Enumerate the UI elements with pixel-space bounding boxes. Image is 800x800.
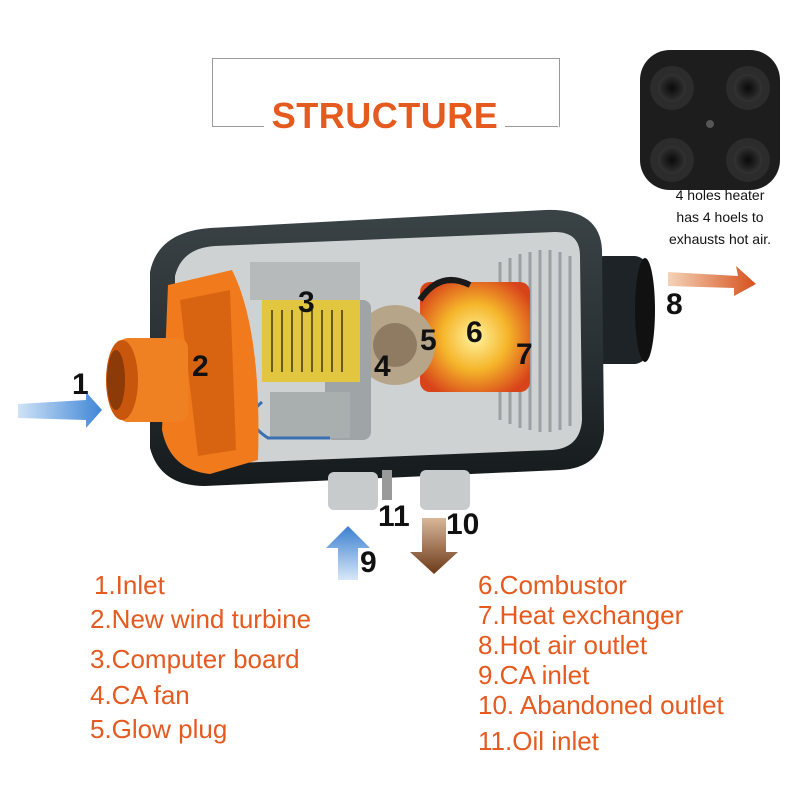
combustor-flame	[420, 282, 530, 392]
legend-item-inlet: 1.Inlet	[94, 570, 165, 600]
legend-item-computer-board: 3.Computer board	[90, 644, 300, 674]
computer-board	[250, 262, 360, 438]
legend-item-ca-fan: 4.CA fan	[90, 680, 190, 710]
legend-item-hot-air-outlet: 8.Hot air outlet	[478, 630, 648, 660]
callout-11: 11	[378, 500, 410, 533]
legend-item-combustor: 6.Combustor	[478, 570, 627, 600]
wind-turbine	[106, 270, 259, 474]
ca-inlet-arrow-icon	[326, 526, 370, 580]
note-line-2: has 4 hoels to	[676, 209, 764, 225]
legend-item-abandoned-outlet: 10. Abandoned outlet	[478, 690, 724, 720]
legend-item-heat-exchanger: 7.Heat exchanger	[478, 600, 684, 630]
diagram-title: STRUCTURE	[271, 95, 499, 136]
callout-5: 5	[420, 324, 437, 357]
glow-plug-cable	[417, 277, 472, 302]
note-line-1: 4 holes heater	[675, 187, 765, 203]
callout-7: 7	[516, 338, 533, 371]
four-hole-note: 4 holes heater has 4 hoels to exhausts h…	[640, 184, 800, 250]
callout-8: 8	[666, 288, 683, 321]
callout-1: 1	[72, 368, 89, 401]
legend-item-oil-inlet: 11.Oil inlet	[478, 726, 599, 756]
hot-air-outlet-arrow-icon	[668, 266, 756, 296]
callout-2: 2	[192, 350, 209, 383]
title-frame-line-left	[212, 126, 264, 127]
hot-air-outlet-nozzle	[590, 256, 655, 364]
note-line-3: exhausts hot air.	[669, 231, 771, 247]
callout-4: 4	[374, 350, 391, 383]
bottom-ports	[328, 470, 470, 510]
title-frame	[212, 58, 560, 127]
callout-6: 6	[466, 316, 483, 349]
abandoned-outlet-arrow-icon	[410, 518, 458, 574]
callout-3: 3	[298, 286, 315, 319]
legend-item-wind-turbine: 2.New wind turbine	[90, 604, 312, 634]
title-frame-line-right	[505, 126, 558, 127]
callout-9: 9	[360, 546, 377, 579]
callout-10: 10	[446, 508, 480, 541]
inlet-arrow-icon	[18, 392, 102, 428]
four-hole-outlet-photo	[640, 50, 780, 190]
legend-item-glow-plug: 5.Glow plug	[90, 714, 228, 744]
legend-item-ca-inlet: 9.CA inlet	[478, 660, 590, 690]
internal-components	[250, 250, 572, 440]
